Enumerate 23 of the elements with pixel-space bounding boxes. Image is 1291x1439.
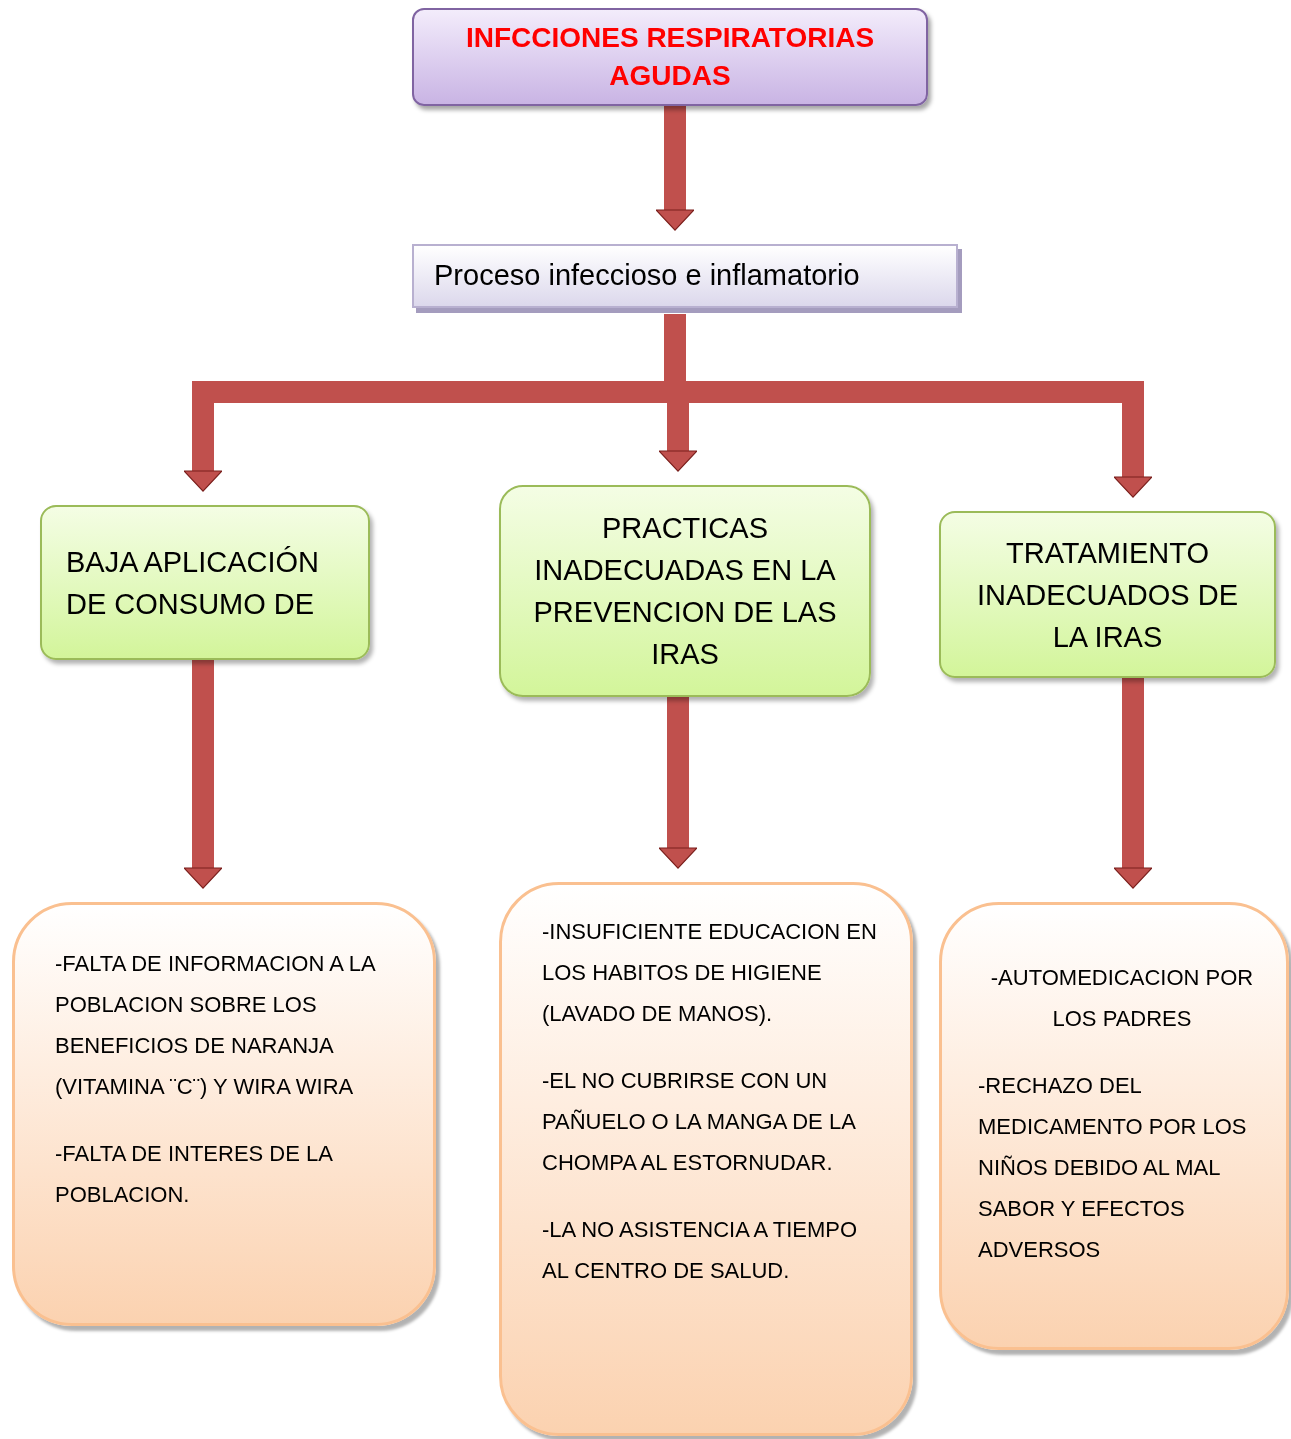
cause-box [499,485,871,697]
node-text: -EL NO CUBRIRSE CON UN PAÑUELO O LA MANGA DE LA CHOMPA AL ESTORNUDAR. [542,1067,857,1177]
node-text: PRACTICAS INADECUADAS EN LA PREVENCION DE LAS IRAS [532,511,838,672]
node-text: BAJA APLICACIÓN DE CONSUMO DE [66,544,321,622]
title-box [412,8,928,106]
node-text: -INSUFICIENTE EDUCACION EN LOS HABITOS DE HIGIENE (LAVADO DE MANOS). [542,918,878,1028]
detail-box [12,902,436,1326]
node-text: TRATAMIENTO INADECUADOS DE LA IRAS [975,535,1239,655]
cause-box [40,505,370,660]
node-text: -FALTA DE INTERES DE LA POBLACION. [55,1140,334,1209]
node-text: -AUTOMEDICACION POR LOS PADRES [989,964,1255,1033]
block-arrow [655,106,695,231]
node-text: INFCCIONES RESPIRATORIAS AGUDAS [464,21,876,93]
block-arrow [658,697,698,869]
block-arrow [183,660,223,889]
node-text: -FALTA DE INFORMACION A LA POBLACION SOBRE LOS BENEFICIOS DE NARANJA (VITAMINA ¨C¨) Y WIRA WIRA [55,950,377,1101]
node-text: Proceso infeccioso e inflamatorio [434,258,860,294]
node-text: -LA NO ASISTENCIA A TIEMPO AL CENTRO DE SALUD. [542,1216,859,1285]
block-arrow [1113,678,1153,889]
node-text: -RECHAZO DEL MEDICAMENTO POR LOS NIÑOS DEBIDO AL MAL SABOR Y EFECTOS ADVERSOS [978,1072,1248,1264]
detail-box [939,902,1289,1350]
cause-box [939,511,1276,678]
detail-box [499,882,913,1436]
